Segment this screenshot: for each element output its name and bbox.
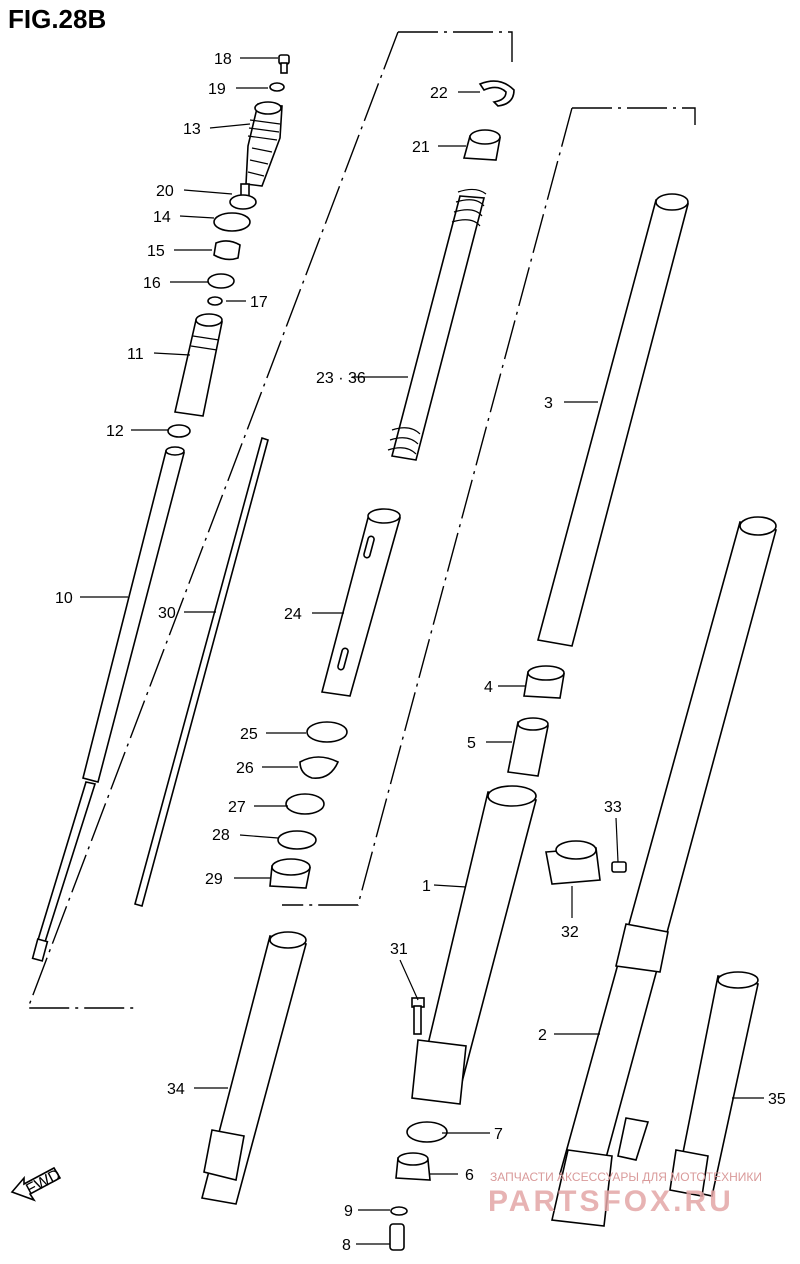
part-18-bolt [278, 54, 290, 74]
fwd-label: FWD [23, 1167, 63, 1199]
callout-15: 15 [147, 243, 165, 260]
center-group-frame [282, 107, 573, 906]
part-27-dust-seal [285, 793, 325, 815]
callout-32: 32 [561, 924, 579, 941]
part-22-circlip [478, 80, 515, 107]
callout-25: 25 [240, 726, 258, 743]
part-14-ring [213, 212, 251, 232]
part-5-slide-bushing [507, 717, 549, 777]
part-19-washer [269, 82, 285, 92]
callout-21: 21 [412, 139, 430, 156]
part-9-washer [390, 1206, 408, 1216]
part-3-inner-tube [537, 193, 690, 647]
part-8-bolt [389, 1223, 405, 1251]
callout-12: 12 [106, 423, 124, 440]
callout-17: 17 [250, 294, 268, 311]
callout-26: 26 [236, 760, 254, 777]
part-30-rod [134, 436, 269, 907]
callout-3: 3 [544, 395, 553, 412]
callout-35: 35 [768, 1091, 786, 1108]
callout-10: 10 [55, 590, 73, 607]
callout-13: 13 [183, 121, 201, 138]
callout-23-36: 23 · 36 [316, 370, 366, 387]
part-16-washer [207, 273, 235, 289]
callout-24: 24 [284, 606, 302, 623]
part-11-damper-cylinder [174, 313, 223, 417]
part-34-fork-guard [201, 931, 307, 1205]
watermark-tagline: ЗАПЧАСТИ АКСЕССУАРЫ ДЛЯ МОТОТЕХНИКИ [490, 1170, 762, 1184]
callout-19: 19 [208, 81, 226, 98]
part-12-o-ring [167, 424, 191, 438]
fwd-arrow-icon: FWD [10, 1167, 64, 1202]
part-24-spacer [320, 508, 402, 697]
watermark-logo: PARTSFOX.RU [488, 1185, 734, 1218]
callout-30: 30 [158, 605, 176, 622]
part-17-ring [207, 296, 223, 306]
callout-9: 9 [344, 1203, 353, 1220]
part-33-screw [611, 861, 627, 873]
callout-6: 6 [465, 1167, 474, 1184]
part-1-outer-tube [411, 785, 537, 1105]
part-7-gasket [406, 1121, 448, 1143]
callout-27: 27 [228, 799, 246, 816]
figure-title: FIG.28B [8, 4, 107, 34]
leader-lines [80, 57, 764, 1245]
part-31-bolt [411, 997, 425, 1035]
callout-11: 11 [127, 346, 144, 363]
left-group-frame [398, 31, 513, 62]
callout-14: 14 [153, 209, 171, 226]
part-4-bushing [523, 665, 565, 699]
part-25-oil-seal [306, 721, 348, 743]
part-26-stopper-ring [299, 756, 340, 779]
part-21-spring-cap [462, 129, 501, 161]
callout-22: 22 [430, 85, 448, 102]
callout-4: 4 [484, 679, 493, 696]
callout-5: 5 [467, 735, 476, 752]
callout-31: 31 [390, 941, 408, 958]
part-28-washer [277, 830, 317, 850]
part-10-damper-rod [31, 446, 186, 962]
part-15-clip [213, 240, 241, 261]
callout-7: 7 [494, 1126, 503, 1143]
callout-8: 8 [342, 1237, 351, 1254]
part-2-outer-tube [551, 516, 777, 1227]
part-23-36-fork-spring [387, 188, 487, 461]
part-13-cap-bolt [240, 101, 283, 197]
callout-20: 20 [156, 183, 174, 200]
callout-18: 18 [214, 51, 232, 68]
callout-29: 29 [205, 871, 223, 888]
part-29-bushing [269, 858, 311, 889]
part-35-fork-guard [669, 971, 759, 1197]
callout-16: 16 [143, 275, 161, 292]
part-6-nut [395, 1152, 431, 1181]
right-group-frame [572, 107, 696, 125]
callout-28: 28 [212, 827, 230, 844]
part-20-o-ring [229, 194, 257, 210]
callout-33: 33 [604, 799, 622, 816]
callout-1: 1 [422, 878, 431, 895]
callout-34: 34 [167, 1081, 185, 1098]
inner-tube-group-frame [26, 31, 399, 1009]
part-32-clamp [545, 840, 601, 885]
callout-2: 2 [538, 1027, 547, 1044]
